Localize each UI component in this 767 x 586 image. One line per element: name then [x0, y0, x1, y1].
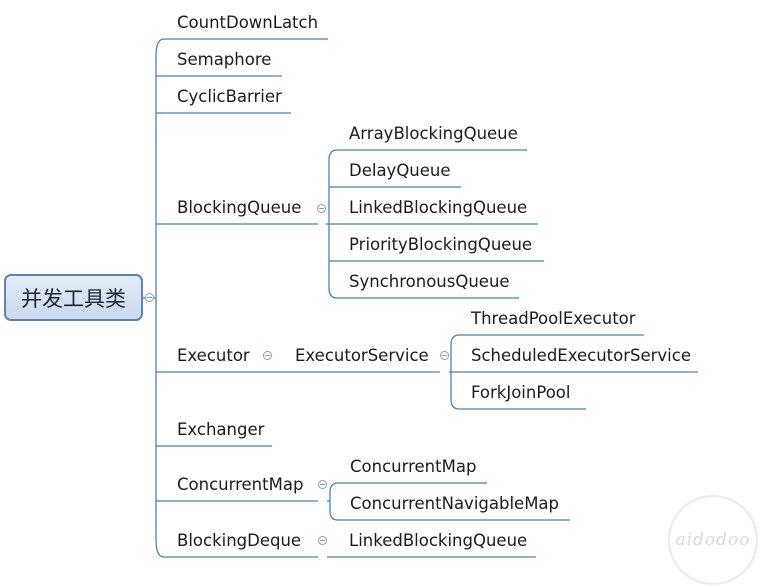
- trunk-branch-spine: [155, 38, 165, 558]
- node-concurrentmap-child[interactable]: ConcurrentMap: [350, 457, 477, 476]
- node-scheduledexecutorservice[interactable]: ScheduledExecutorService: [471, 346, 691, 365]
- node-concurrentnavigablemap[interactable]: ConcurrentNavigableMap: [350, 494, 560, 513]
- watermark-text: aidodoo: [675, 530, 751, 550]
- node-concurrentmap[interactable]: ConcurrentMap: [177, 475, 304, 494]
- node-executorservice[interactable]: ExecutorService: [295, 346, 429, 365]
- node-priorityblockingqueue[interactable]: PriorityBlockingQueue: [349, 235, 533, 254]
- node-delayqueue[interactable]: DelayQueue: [349, 161, 451, 180]
- root-collapse-icon[interactable]: [145, 293, 154, 302]
- executor-collapse-icon[interactable]: [263, 351, 272, 360]
- node-forkjoinpool[interactable]: ForkJoinPool: [471, 383, 571, 402]
- root-node-label: 并发工具类: [21, 286, 126, 311]
- node-linkedblockingqueue-deque[interactable]: LinkedBlockingQueue: [349, 531, 528, 550]
- node-executor[interactable]: Executor: [177, 346, 250, 365]
- executorservice-collapse-icon[interactable]: [440, 351, 449, 360]
- blockingqueue-collapse-icon[interactable]: [317, 204, 326, 213]
- node-synchronousqueue[interactable]: SynchronousQueue: [349, 272, 510, 291]
- blockingdeque-collapse-icon[interactable]: [318, 536, 327, 545]
- node-linkedblockingqueue[interactable]: LinkedBlockingQueue: [349, 198, 528, 217]
- node-semaphore[interactable]: Semaphore: [177, 50, 272, 69]
- node-arrayblockingqueue[interactable]: ArrayBlockingQueue: [349, 124, 518, 143]
- concurrentmap-collapse-icon[interactable]: [318, 480, 327, 489]
- spine-concurrentmap: [329, 482, 339, 521]
- node-blockingqueue[interactable]: BlockingQueue: [177, 198, 302, 217]
- watermark-logo: aidodoo: [668, 495, 758, 585]
- node-threadpoolexecutor[interactable]: ThreadPoolExecutor: [471, 309, 636, 328]
- branch-lines: [156, 38, 698, 558]
- node-cyclicbarrier[interactable]: CyclicBarrier: [177, 87, 282, 106]
- root-node[interactable]: 并发工具类: [4, 274, 143, 321]
- node-countdownlatch[interactable]: CountDownLatch: [177, 13, 319, 32]
- node-exchanger[interactable]: Exchanger: [177, 420, 265, 439]
- node-blockingdeque[interactable]: BlockingDeque: [177, 531, 302, 550]
